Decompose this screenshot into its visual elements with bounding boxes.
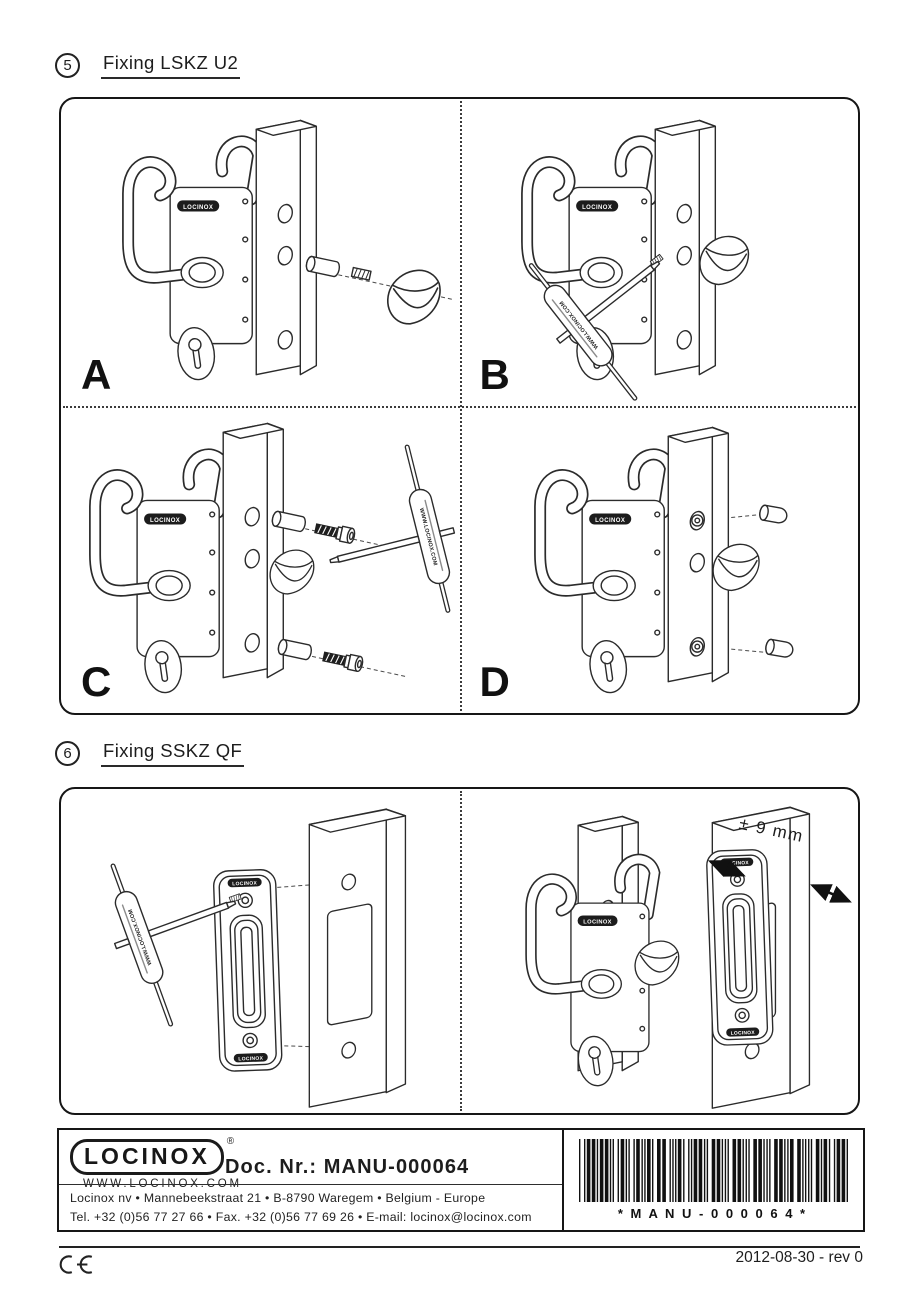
bottom-rule — [59, 1246, 860, 1248]
panel-divider-vertical — [459, 791, 462, 1111]
cover-cap — [763, 638, 795, 659]
panel-c: C — [61, 406, 460, 713]
adjustment-arrow-left — [707, 859, 746, 877]
panel-label-c: C — [81, 658, 112, 705]
locinox-logo: LOCINOX® WWW.LOCINOX.COM — [70, 1136, 242, 1190]
panel-c-illustration — [61, 422, 460, 713]
panel-label-a: A — [81, 351, 112, 398]
gate-post — [222, 422, 284, 679]
cutout-post — [308, 808, 407, 1108]
registered-mark: ® — [226, 1136, 235, 1147]
panel-d-illustration — [460, 426, 795, 713]
section-5-heading: 5 Fixing LSKZ U2 — [55, 52, 241, 79]
keep-plate — [212, 868, 283, 1073]
ce-mark-icon — [59, 1255, 93, 1274]
lock-illustration — [540, 454, 670, 695]
panel-d: D — [460, 406, 859, 713]
address-block: Locinox nv • Mannebeekstraat 21 • B-8790… — [70, 1189, 532, 1227]
section-6-heading: 6 Fixing SSKZ QF — [55, 740, 245, 767]
panel-divider-horizontal — [63, 406, 856, 408]
lock-illustration — [128, 141, 258, 382]
thumb-knob — [385, 266, 443, 328]
keep-mounting-panel — [61, 789, 460, 1113]
adjustment-arrow-right — [809, 884, 852, 903]
gate-post — [255, 119, 318, 376]
sskz-panel-box: ± 9 mm — [59, 787, 860, 1115]
section-title-6: Fixing SSKZ QF — [101, 740, 245, 767]
torx-key — [308, 441, 459, 635]
panel-b: B — [460, 99, 859, 406]
keep-adjustment-panel: ± 9 mm — [460, 789, 859, 1113]
lock-illustration — [95, 454, 225, 695]
keep-mounting-illustration — [61, 808, 407, 1108]
barcode-section: * M A N U - 0 0 0 0 6 4 * — [562, 1130, 863, 1230]
address-line-1: Locinox nv • Mannebeekstraat 21 • B-8790… — [70, 1191, 486, 1205]
revision-date: 2012-08-30 - rev 0 — [735, 1249, 863, 1266]
section-number-5: 5 — [55, 53, 80, 78]
logo-text: LOCINOX — [70, 1139, 224, 1175]
footer-divider — [59, 1184, 562, 1185]
lskz-panel-box: A B C — [59, 97, 860, 715]
panel-label-b: B — [479, 351, 510, 398]
keep-plate — [705, 848, 774, 1047]
footer-vertical-divider — [562, 1130, 564, 1230]
panel-label-d: D — [479, 658, 510, 705]
panel-a-illustration — [61, 119, 454, 406]
footer-box: LOCINOX® WWW.LOCINOX.COM Doc. Nr.: MANU-… — [57, 1128, 865, 1232]
barcode-text: * M A N U - 0 0 0 0 6 4 * — [617, 1206, 808, 1221]
socket-screw — [313, 520, 357, 545]
section-number-6: 6 — [55, 741, 80, 766]
keep-adjustment-illustration: ± 9 mm — [460, 806, 852, 1109]
doc-number: Doc. Nr.: MANU-000064 — [225, 1156, 470, 1178]
panel-a: A — [61, 99, 460, 406]
socket-screw — [321, 648, 365, 673]
barcode — [579, 1139, 848, 1202]
section-title-5: Fixing LSKZ U2 — [101, 52, 241, 79]
address-line-2: Tel. +32 (0)56 77 27 66 • Fax. +32 (0)56… — [70, 1210, 532, 1225]
cover-cap — [757, 503, 789, 525]
panel-b-illustration — [460, 119, 752, 406]
